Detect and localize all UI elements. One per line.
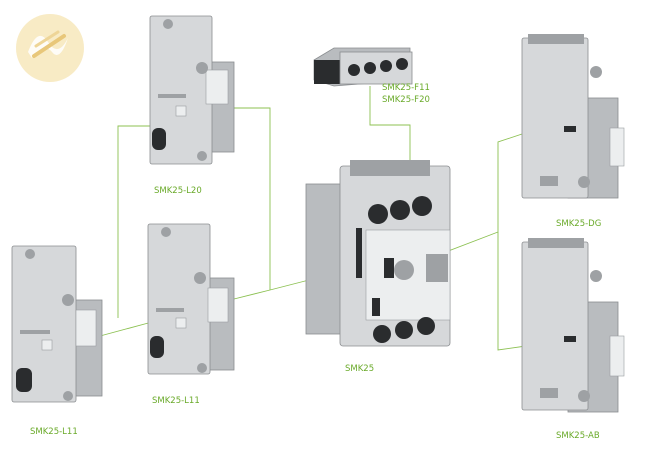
device-smk25-f11 — [313, 47, 413, 87]
device-smk25-l11-center — [147, 223, 235, 375]
device-smk25-l11-left — [11, 245, 103, 403]
device-smk25-l20 — [149, 15, 235, 165]
label-smk25-ab: SMK25-AB — [556, 431, 600, 441]
connector-dg — [429, 127, 541, 259]
label-smk25-dg: SMK25-DG — [556, 219, 602, 229]
label-smk25-f20: SMK25-F20 — [382, 95, 430, 105]
label-smk25: SMK25 — [345, 364, 375, 374]
connector-l20 — [117, 125, 152, 318]
device-smk25-main — [305, 160, 451, 347]
connector-left-to-center — [99, 321, 153, 337]
device-smk25-ab — [521, 238, 625, 413]
label-smk25-l11-center: SMK25-L11 — [152, 396, 200, 406]
brand-logo — [14, 12, 86, 84]
label-smk25-f11: SMK25-F11 — [382, 83, 430, 93]
label-smk25-l11-left: SMK25-L11 — [30, 427, 78, 437]
label-smk25-l20: SMK25-L20 — [154, 186, 202, 196]
connector-l20-bus — [230, 107, 271, 290]
device-smk25-dg — [521, 34, 625, 199]
